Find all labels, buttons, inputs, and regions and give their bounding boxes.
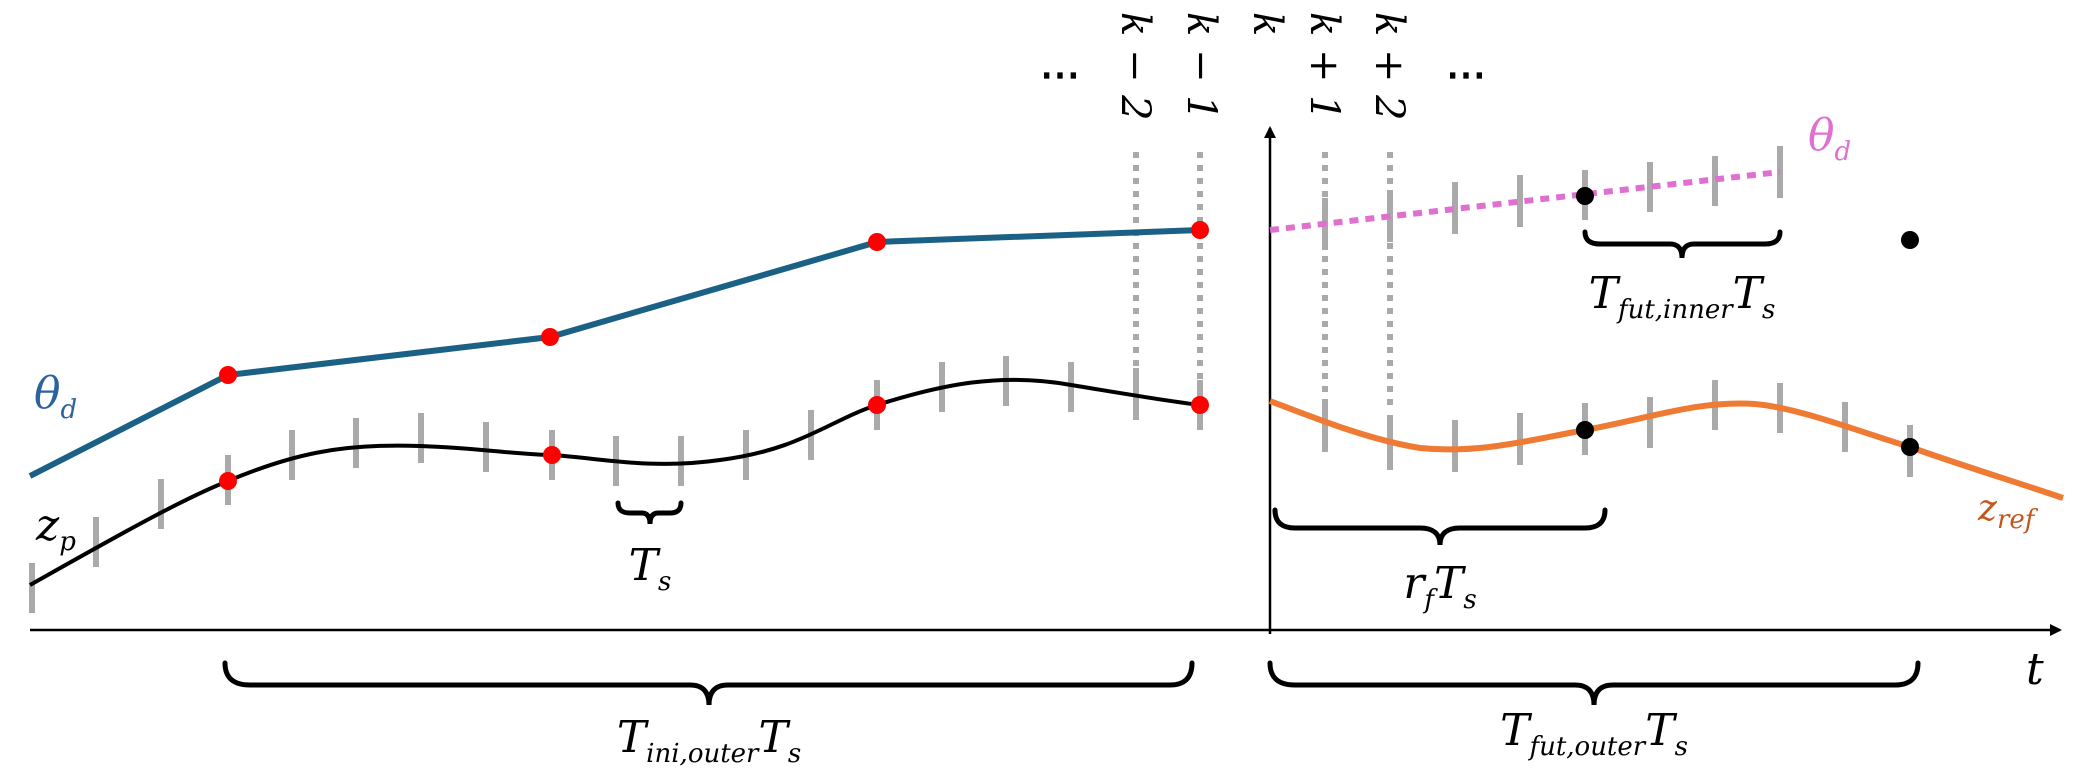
braces [222, 229, 1921, 706]
ts-label: Ts [629, 540, 672, 597]
theta-future-ticks [1322, 146, 1783, 250]
z-p-label: zp [35, 500, 76, 557]
dots-left: ⋯ [1040, 51, 1080, 98]
rf-ts-label: rfTs [1403, 558, 1476, 615]
z-p-sample-ticks [29, 356, 1203, 613]
time-axis-label: t [2026, 644, 2044, 695]
label-k: k [1244, 12, 1290, 36]
dots-right: ⋯ [1446, 51, 1486, 98]
z-ref-curve [1268, 398, 2064, 501]
label-k-minus-2: k − 2 [1112, 12, 1158, 121]
past-sample-dots [219, 221, 1209, 490]
label-k-plus-1: k + 1 [1301, 12, 1347, 121]
label-k-minus-1: k − 1 [1178, 12, 1224, 121]
t-fut-inner-label: Tfut,innerTs [1589, 268, 1776, 325]
theta-d-right-label: θd [1808, 110, 1851, 167]
z-ref-ticks [1322, 380, 1913, 477]
index-labels: ⋯ k − 2 k − 1 k k + 1 k + 2 ⋯ [1040, 12, 1486, 121]
z-ref-label: zref [1977, 488, 2039, 535]
t-ini-outer-label: Tini,outerTs [617, 712, 801, 769]
rf-ts-brace [1272, 507, 1608, 546]
t-fut-inner-brace [1582, 229, 1783, 259]
t-fut-outer-brace [1267, 660, 1921, 706]
t-fut-outer-label: Tfut,outerTs [1500, 705, 1688, 762]
future-sample-dots [1576, 187, 1919, 456]
theta-d-future-line [1269, 169, 1781, 233]
label-k-plus-2: k + 2 [1366, 12, 1412, 121]
index-guides [1133, 152, 1393, 410]
t-ini-outer-brace [222, 660, 1195, 706]
ts-brace [615, 500, 684, 525]
theta-d-left-label: θd [34, 368, 77, 425]
